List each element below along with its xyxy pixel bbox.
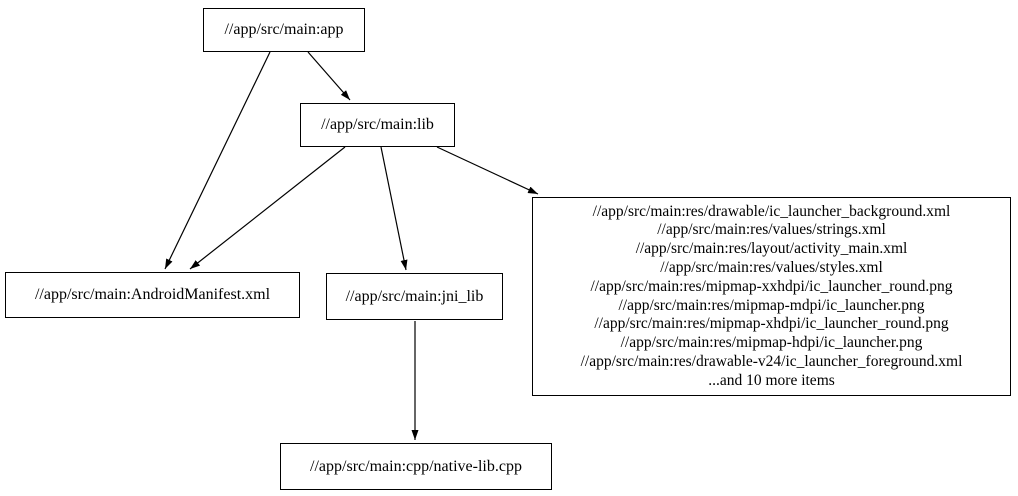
- resource-line: //app/src/main:res/layout/activity_main.…: [635, 240, 908, 258]
- resource-line-more-items: ...and 10 more items: [708, 371, 835, 389]
- node-resources-group: //app/src/main:res/drawable/ic_launcher_…: [532, 197, 1011, 396]
- edge-lib-to-resources: [436, 146, 539, 195]
- node-android-manifest: //app/src/main:AndroidManifest.xml: [5, 272, 300, 318]
- resource-line: //app/src/main:res/mipmap-xxhdpi/ic_laun…: [590, 277, 953, 295]
- edge-app-to-manifest: [164, 51, 271, 270]
- node-app: //app/src/main:app: [203, 8, 365, 52]
- edge-lib-to-jni-lib: [380, 146, 408, 271]
- node-native-lib-cpp: //app/src/main:cpp/native-lib.cpp: [280, 443, 552, 490]
- node-app-label: //app/src/main:app: [224, 21, 344, 38]
- node-jni-lib: //app/src/main:jni_lib: [326, 273, 503, 320]
- resource-line: //app/src/main:res/values/strings.xml: [657, 221, 886, 239]
- edge-app-to-lib: [307, 51, 351, 101]
- node-lib: //app/src/main:lib: [300, 103, 455, 147]
- resource-line: //app/src/main:res/mipmap-hdpi/ic_launch…: [620, 334, 923, 352]
- resource-line: //app/src/main:res/values/styles.xml: [660, 258, 883, 276]
- edge-lib-to-manifest: [189, 146, 346, 270]
- node-jni-lib-label: //app/src/main:jni_lib: [345, 287, 484, 305]
- node-native-lib-cpp-label: //app/src/main:cpp/native-lib.cpp: [310, 457, 522, 475]
- node-android-manifest-label: //app/src/main:AndroidManifest.xml: [34, 286, 271, 303]
- resource-line: //app/src/main:res/mipmap-xhdpi/ic_launc…: [594, 315, 949, 333]
- resource-line: //app/src/main:res/drawable-v24/ic_launc…: [580, 352, 963, 370]
- resource-line: //app/src/main:res/drawable/ic_launcher_…: [592, 202, 951, 220]
- node-lib-label: //app/src/main:lib: [321, 116, 434, 133]
- resource-line: //app/src/main:res/mipmap-mdpi/ic_launch…: [618, 296, 925, 314]
